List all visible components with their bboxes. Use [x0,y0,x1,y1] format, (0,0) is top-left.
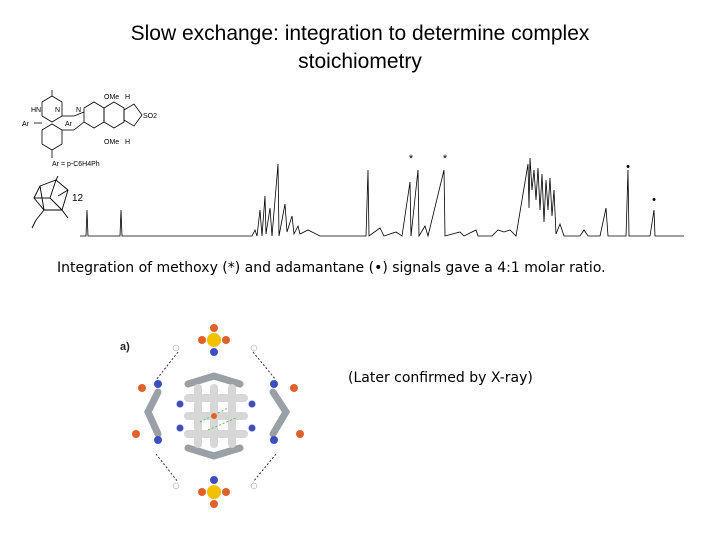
struct-label-hn: HN [31,107,41,114]
adamantane-count: 12 [72,193,84,204]
struct-label-so2: SO2 [143,113,157,120]
adamantane-marker-2: • [652,194,656,206]
integration-caption: Integration of methoxy (*) and adamantan… [57,260,606,276]
struct-label-n-1: N [55,107,60,114]
host-structure-drawing: OMe H HN N N Ar Ar SO2 OMe H Ar = p-C6H4… [22,90,157,168]
struct-label-ar-definition: Ar = p-C6H4Ph [52,161,100,168]
xray-note: (Later confirmed by X-ray) [348,370,533,386]
struct-label-h-top: H [125,94,130,101]
struct-label-ar-left: Ar [22,121,30,128]
methoxy-marker-2: * [443,153,448,165]
panel-label: a) [120,341,130,353]
struct-label-ome-bottom: OMe [104,139,119,146]
adamantane-marker-1: • [626,161,630,173]
nmr-spectrum: * * • • [80,153,684,238]
title-line-1: Slow exchange: integration to determine … [130,22,590,45]
xray-crystal-structure: a) [120,324,304,508]
struct-label-n-2: N [76,107,81,114]
adamantane-drawing: 12 [31,176,84,229]
spectrum-trace [80,157,684,238]
struct-label-h-bottom: H [125,139,130,146]
slide-title: Slow exchange: integration to determine … [60,20,660,76]
methoxy-marker-1: * [409,153,414,165]
struct-label-ome-top: OMe [104,94,119,101]
struct-label-ar-right: Ar [65,121,73,128]
title-line-2: stoichiometry [298,50,422,73]
